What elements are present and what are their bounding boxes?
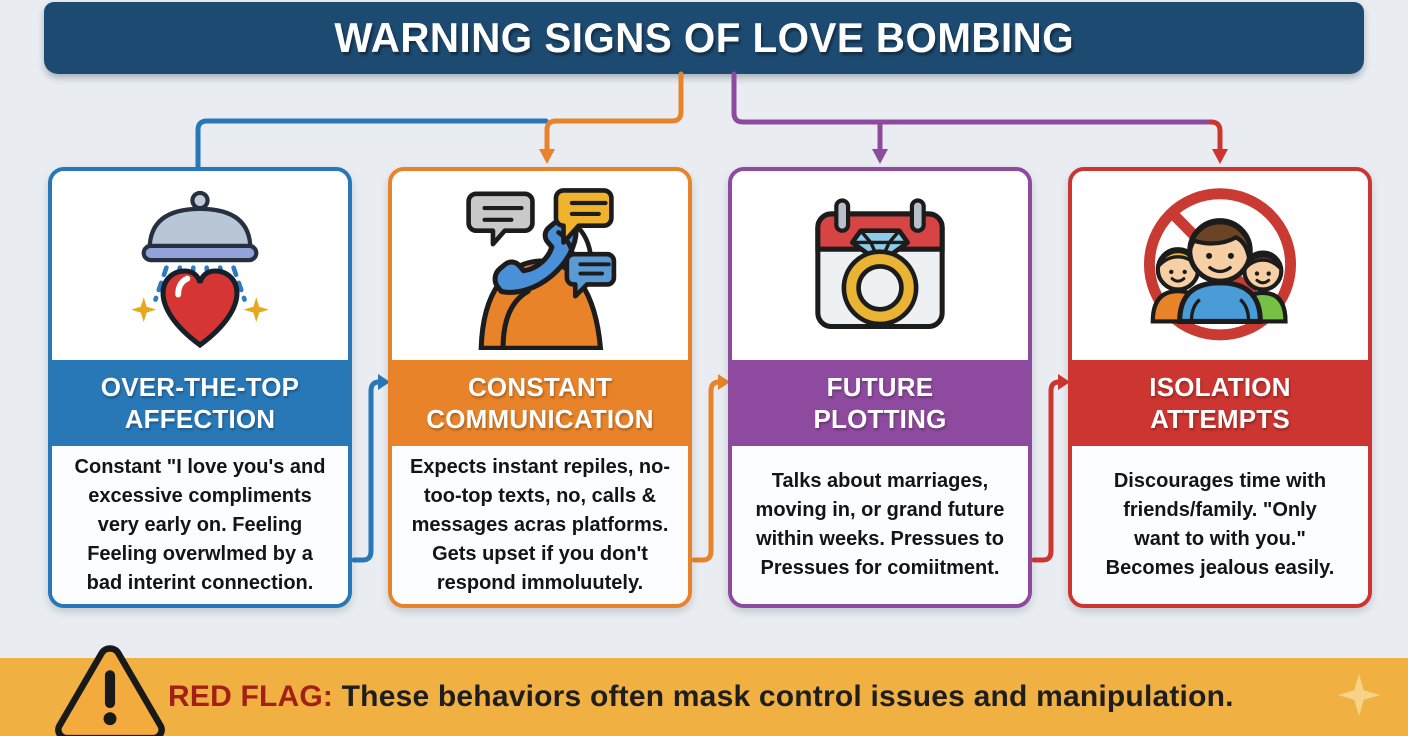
card-future-plotting: FUTURE PLOTTING Talks about marriages, m…	[728, 167, 1032, 608]
card-isolation-attempts: ISOLATION ATTEMPTS Discourages time with…	[1068, 167, 1372, 608]
footer-message-text: These behaviors often mask control issue…	[333, 680, 1234, 713]
card-body-isolation-attempts: Discourages time with friends/family. "O…	[1072, 446, 1368, 604]
shower-affection-icon	[52, 171, 348, 360]
card-title-isolation-attempts: ISOLATION ATTEMPTS	[1072, 360, 1368, 446]
red-flag-banner: RED FLAG: These behaviors often mask con…	[0, 645, 1408, 736]
card-body-over-the-top-affection: Constant "I love you's and excessive com…	[52, 446, 348, 604]
card-constant-communication: CONSTANT COMMUNICATION Expects instant r…	[388, 167, 692, 608]
no-friends-icon	[1072, 171, 1368, 360]
card-title-over-the-top-affection: OVER-THE-TOP AFFECTION	[52, 360, 348, 446]
card-title-constant-communication: CONSTANT COMMUNICATION	[392, 360, 688, 446]
sparkle-icon	[1337, 673, 1381, 717]
header-bar: WARNING SIGNS OF LOVE BOMBING	[44, 2, 1364, 74]
footer-message: RED FLAG: These behaviors often mask con…	[168, 680, 1234, 714]
card-title-future-plotting: FUTURE PLOTTING	[732, 360, 1028, 446]
card-over-the-top-affection: OVER-THE-TOP AFFECTION Constant "I love …	[48, 167, 352, 608]
card-body-constant-communication: Expects instant repiles, no- too-top tex…	[392, 446, 688, 604]
page-title: WARNING SIGNS OF LOVE BOMBING	[334, 14, 1074, 61]
red-flag-label: RED FLAG:	[168, 680, 334, 713]
card-body-future-plotting: Talks about marriages, moving in, or gra…	[732, 446, 1028, 604]
warning-triangle-icon	[55, 645, 165, 736]
calendar-ring-icon	[732, 171, 1028, 360]
phone-messages-icon	[392, 171, 688, 360]
